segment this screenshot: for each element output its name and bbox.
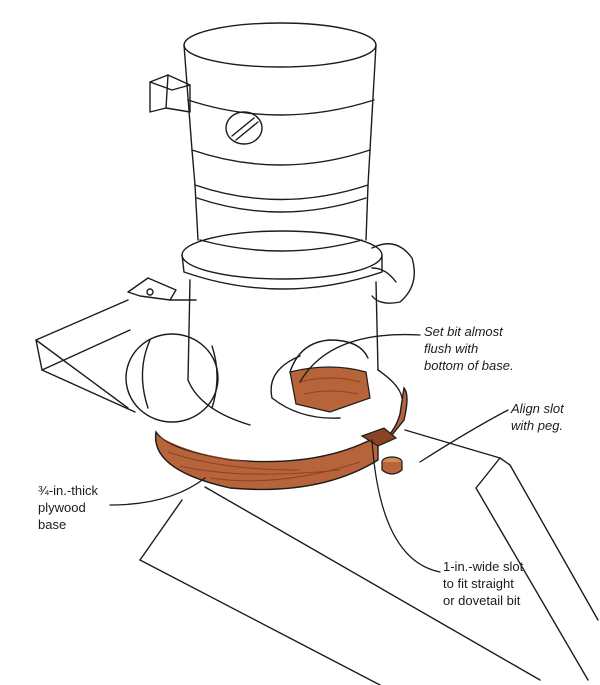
callout-line: ¾-in.-thick [38, 483, 98, 498]
base-casting [187, 279, 403, 426]
peg [381, 456, 403, 475]
workbench-board [35, 299, 599, 685]
left-knob [125, 333, 219, 423]
leader-base [109, 477, 206, 506]
callout-line: with peg. [511, 418, 564, 433]
lock-lever [127, 277, 197, 301]
callout-slot-width: 1-in.-wide slot to fit straight or dovet… [443, 558, 523, 609]
callout-line: Set bit almost [424, 324, 503, 339]
leader-slot [371, 439, 441, 573]
callout-line: or dovetail bit [443, 593, 521, 608]
leader-align [419, 409, 509, 463]
leader-flush [299, 333, 421, 383]
switch-tab [149, 74, 191, 113]
motor-housing [183, 22, 377, 241]
callout-plywood-base: ¾-in.-thick plywood base [38, 482, 98, 533]
callout-line: plywood [38, 500, 86, 515]
callout-line: Align slot [511, 401, 564, 416]
right-knob [371, 243, 415, 304]
callout-line: to fit straight [443, 576, 514, 591]
plywood-base [154, 366, 408, 491]
callout-line: flush with [424, 341, 479, 356]
callout-line: 1-in.-wide slot [443, 559, 524, 574]
callout-align-slot: Align slot with peg. [511, 400, 564, 434]
depth-knob [225, 111, 263, 145]
callout-line: bottom of base. [424, 358, 514, 373]
callout-set-bit-flush: Set bit almost flush with bottom of base… [424, 323, 514, 374]
callout-line: base [38, 517, 67, 532]
collar-ring [181, 230, 383, 290]
leader-lines [109, 333, 509, 573]
